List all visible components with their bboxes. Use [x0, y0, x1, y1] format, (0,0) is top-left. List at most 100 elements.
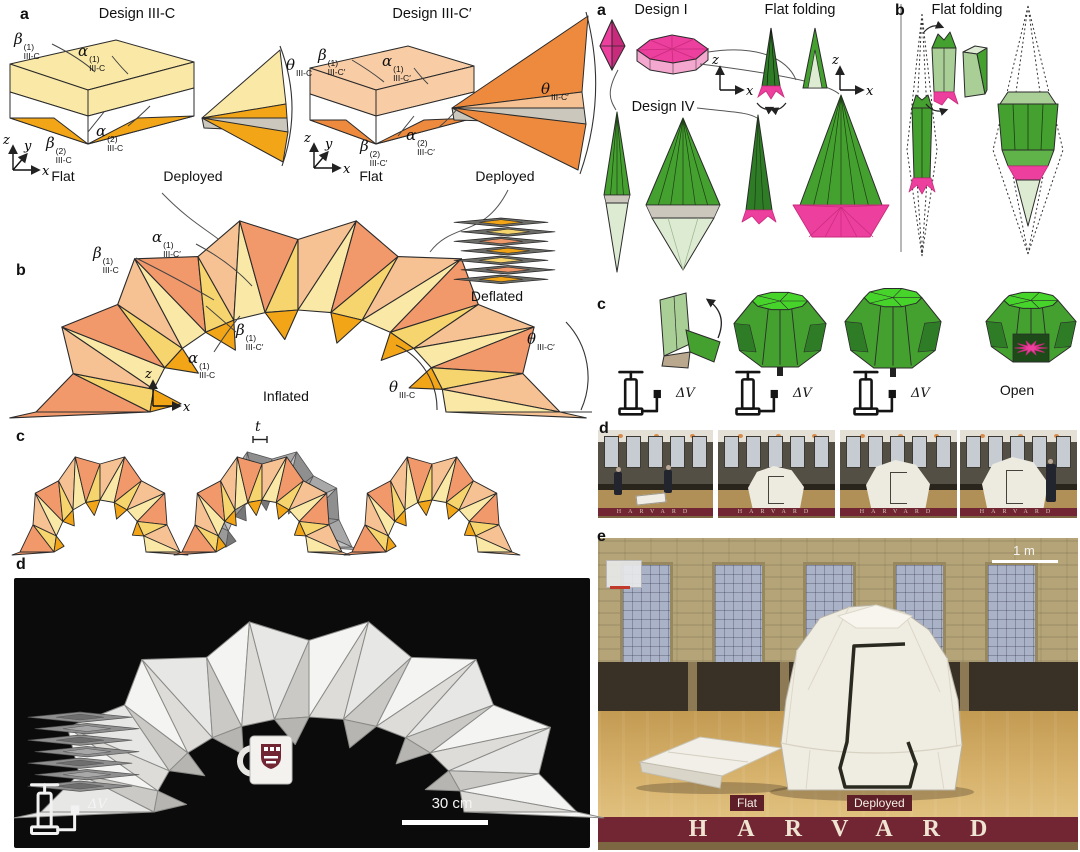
basketball-rim [610, 586, 630, 589]
axis-x-label: x [183, 400, 191, 415]
alpha1-iiicp-label: α(1)III-C′ [382, 52, 411, 83]
floor-band: HARVARD [598, 508, 713, 516]
left-panel-c-art [11, 436, 521, 556]
shelter-door-outline [768, 476, 784, 504]
flat-chip: Flat [730, 795, 765, 811]
panel-letter: a [597, 2, 606, 19]
pump-icon [618, 370, 663, 416]
panel-b-pointer-lines [135, 243, 253, 353]
axes-right-a2: z x [831, 53, 874, 99]
window [1032, 436, 1047, 468]
flat-caption: Flat [51, 168, 75, 184]
gym-floor-front [598, 516, 713, 518]
ceiling-light [860, 434, 865, 438]
deployed-caption: Deployed [475, 168, 535, 184]
gym-floor [598, 711, 1078, 817]
axis-y-label: y [23, 139, 32, 154]
design-iiicp-title: Design III-C′ [392, 6, 472, 22]
window [692, 436, 707, 468]
delta-v-label: ΔV [793, 386, 812, 401]
floor-text: HARVARD [859, 509, 938, 515]
window [626, 436, 641, 468]
deployment-photo-4: HARVARD [960, 430, 1077, 518]
shelter-door-outline [890, 472, 907, 504]
flat-folding-cones [756, 27, 828, 116]
scale-bar-label: 30 cm [431, 795, 473, 812]
wall-post [960, 662, 969, 711]
thickness-label: t [255, 419, 261, 435]
design-iiic-deployed-wedge [201, 45, 293, 167]
window [620, 562, 673, 668]
deployment-photo-2: HARVARD [718, 430, 835, 518]
axes-left-b: z x [144, 367, 191, 415]
scale-bar [402, 820, 488, 825]
design-iv-group [603, 94, 890, 273]
alpha2-iiicp-label: α(2)III-C′ [406, 126, 435, 157]
flat-folding-spindles [906, 5, 1064, 257]
window [868, 436, 883, 468]
axis-x-label: x [866, 84, 874, 99]
gym-floor-front [840, 516, 957, 518]
deployment-photo-3: HARVARD [840, 430, 957, 518]
beta1-iiicp-label: β(1)III-C′ [318, 46, 346, 77]
window [768, 436, 783, 468]
theta-arcs [395, 321, 592, 413]
panel-letter: c [16, 428, 25, 445]
ceiling-light [618, 434, 623, 438]
delta-v-label: ΔV [88, 797, 107, 812]
thickness-bracket [252, 436, 268, 443]
wall-post [870, 662, 879, 711]
harvard-floor-band: HARVARD [598, 817, 1078, 842]
connector-curves [161, 189, 509, 253]
floor-text: HARVARD [979, 509, 1058, 515]
axis-x-label: x [42, 164, 50, 179]
floor-text: HARVARD [616, 509, 695, 515]
person [1046, 459, 1056, 502]
design-i-title: Design I [634, 2, 688, 18]
shelter-door-outline [1006, 470, 1023, 504]
design-i-group [599, 18, 709, 75]
pump-icon [735, 370, 780, 416]
scale-bar-label: 1 m [1013, 543, 1035, 558]
floor-text: HARVARD [737, 509, 816, 515]
delta-v-label: ΔV [911, 386, 930, 401]
beta2-iiicp-label: β(2)III-C′ [360, 137, 388, 168]
person [614, 467, 622, 495]
wall-post [688, 662, 697, 711]
deployed-chip: Deployed [847, 795, 912, 811]
alpha2-iiic-label: α(2)III-C [96, 122, 124, 153]
window [966, 436, 981, 468]
gym-floor-front [718, 516, 835, 518]
floor-band: HARVARD [960, 508, 1077, 516]
inflated-caption: Inflated [263, 388, 309, 404]
floor-band: HARVARD [718, 508, 835, 516]
alpha1-iiic-arch-label: α(1)III-C [188, 349, 216, 380]
axis-z-label: z [711, 53, 719, 68]
axis-x-label: x [343, 162, 351, 177]
design-iiicp-deployed-wedge [451, 11, 597, 175]
window [985, 562, 1038, 668]
axis-z-label: z [2, 133, 10, 148]
rail [598, 484, 713, 490]
panel-letter: a [20, 6, 29, 23]
shelter-photo: HARVARD [598, 538, 1078, 850]
beta1-iiic-label: β(1)III-C [14, 30, 40, 61]
inflating-domes [733, 288, 1077, 377]
window [746, 436, 761, 468]
basketball-backboard [606, 560, 642, 588]
window [604, 436, 619, 468]
window [790, 436, 805, 468]
scale-bar [992, 560, 1058, 563]
delta-v-label: ΔV [676, 386, 695, 401]
ceiling-light [738, 434, 743, 438]
axis-y-label: y [324, 137, 333, 152]
deployed-caption: Deployed [163, 168, 223, 184]
window [814, 436, 829, 468]
open-caption: Open [999, 382, 1035, 398]
panel-letter: d [16, 556, 26, 573]
ceiling-light [980, 434, 985, 438]
flat-folding-title: Flat folding [931, 2, 1003, 18]
window [1056, 436, 1071, 468]
